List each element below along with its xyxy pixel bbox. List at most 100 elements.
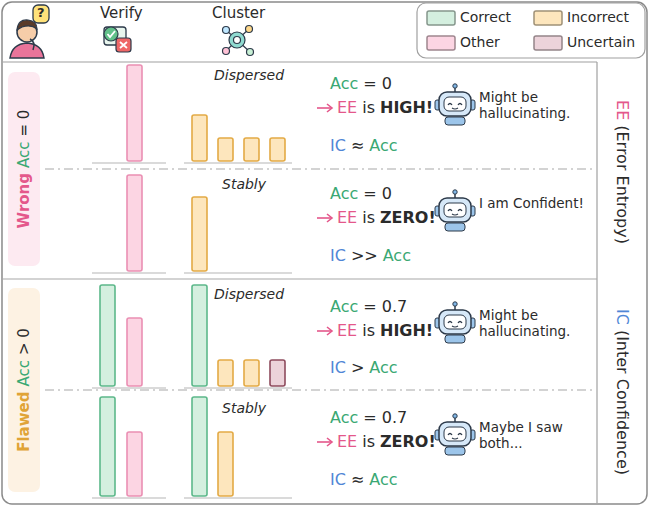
- metric-level: ZERO!: [380, 208, 436, 227]
- legend-swatch: [534, 11, 562, 25]
- text-line: Acc = 0.7: [330, 408, 407, 427]
- band-text: WrongAcc= 0: [15, 110, 33, 229]
- metric-value: = 0: [363, 74, 392, 93]
- arrow-mark: [317, 441, 331, 443]
- axis-title: EE: [612, 100, 631, 120]
- arrow-head: [327, 438, 332, 446]
- verb: is: [362, 432, 375, 451]
- axis-line: [184, 272, 292, 273]
- arrow-head: [327, 327, 332, 335]
- icon-part: [453, 302, 457, 306]
- column-rule: [596, 62, 597, 503]
- axis-line: [92, 387, 166, 388]
- group-name: Flawed: [15, 392, 33, 452]
- row-divider: [45, 389, 594, 390]
- metric-name: IC: [330, 358, 346, 377]
- header-rule: [3, 61, 597, 62]
- axis-line: [184, 387, 292, 388]
- cluster-icon: [223, 26, 254, 56]
- comparison-sign: >>: [351, 246, 378, 265]
- text-line: IC>Acc: [330, 358, 398, 377]
- text-line: IC≈Acc: [330, 470, 398, 489]
- row-divider: [45, 168, 594, 169]
- arrow-mark: [317, 217, 331, 219]
- text-line: IC >> Acc: [330, 246, 411, 265]
- column-header: Cluster: [212, 4, 265, 22]
- bar: [270, 138, 285, 161]
- icon-part: [234, 37, 241, 44]
- bar: [127, 318, 142, 386]
- text-line: Dispersed: [214, 286, 284, 303]
- legend-label: Incorrect: [567, 9, 629, 26]
- arrow-mark: [317, 107, 331, 109]
- metric-name: IC: [330, 246, 346, 265]
- icon-part: [452, 326, 458, 327]
- group-band: WrongAcc= 0: [8, 72, 40, 266]
- bar: [100, 397, 115, 496]
- group-metric: = 0: [15, 110, 33, 137]
- cluster-pattern: Dispersed: [214, 286, 284, 303]
- text-line: Cluster: [212, 4, 265, 22]
- text-line: Stably: [222, 176, 266, 193]
- group-band: FlawedAcc> 0: [8, 288, 40, 492]
- bar-layer: [92, 65, 292, 498]
- icon-part: [108, 31, 116, 37]
- bar: [192, 197, 207, 271]
- icon-part: [444, 315, 466, 329]
- icon-part: [444, 97, 466, 111]
- metric-name: EE: [337, 321, 357, 340]
- axis-line: [184, 162, 292, 163]
- bar: [192, 397, 207, 496]
- icon-part: [445, 447, 465, 455]
- verify-icon: [104, 27, 131, 52]
- icon-part: [453, 190, 457, 194]
- bar: [127, 432, 142, 496]
- icon-part: [439, 92, 471, 116]
- text-line: EEisZERO!: [337, 208, 436, 227]
- robot-icon: [435, 302, 475, 343]
- text-line: Verify: [100, 4, 143, 22]
- axis-line: [92, 162, 166, 163]
- metric-name: Acc: [369, 358, 397, 377]
- bar: [270, 360, 285, 386]
- axis-line: [92, 272, 166, 273]
- robot-speech: I am Confident!: [479, 195, 584, 211]
- bar: [218, 138, 233, 161]
- robot-icon: [435, 414, 475, 455]
- bar: [244, 138, 259, 161]
- text-line: Acc= 0: [330, 184, 392, 203]
- icon-part: [246, 26, 253, 33]
- text-line: Dispersed: [214, 67, 284, 84]
- text-line: IC≈Acc: [330, 136, 398, 155]
- bar: [192, 285, 207, 386]
- icon-part: [452, 214, 458, 215]
- icon-part: [10, 43, 44, 58]
- icon-part: [445, 117, 465, 125]
- group-metric: Acc: [15, 360, 33, 387]
- cluster-pattern: Dispersed: [214, 67, 284, 84]
- metric-name: IC: [330, 136, 346, 155]
- icon-part: [120, 42, 127, 48]
- legend-box: [417, 3, 645, 58]
- icon-part: [452, 438, 458, 439]
- metric-name: EE: [337, 432, 357, 451]
- metric-name: Acc: [330, 408, 358, 427]
- legend-item: Uncertain: [567, 34, 635, 51]
- metric-value: = 0.7: [363, 408, 407, 427]
- icon-part: [439, 422, 471, 446]
- icon-part: [439, 198, 471, 222]
- text-line: IC(Inter Confidence): [612, 309, 631, 475]
- verb: is: [362, 208, 375, 227]
- icon-part: [448, 210, 462, 212]
- group-name: Wrong: [15, 173, 33, 228]
- verb: is: [362, 98, 375, 117]
- legend-swatch: [427, 36, 455, 50]
- metric-name: Acc: [383, 246, 411, 265]
- robot-speech: Maybe I saw both...: [479, 419, 563, 451]
- legend-label: Uncertain: [567, 34, 635, 51]
- bar: [127, 175, 142, 271]
- metric-name: IC: [330, 470, 346, 489]
- bar: [218, 432, 233, 496]
- metric-name: Acc: [369, 136, 397, 155]
